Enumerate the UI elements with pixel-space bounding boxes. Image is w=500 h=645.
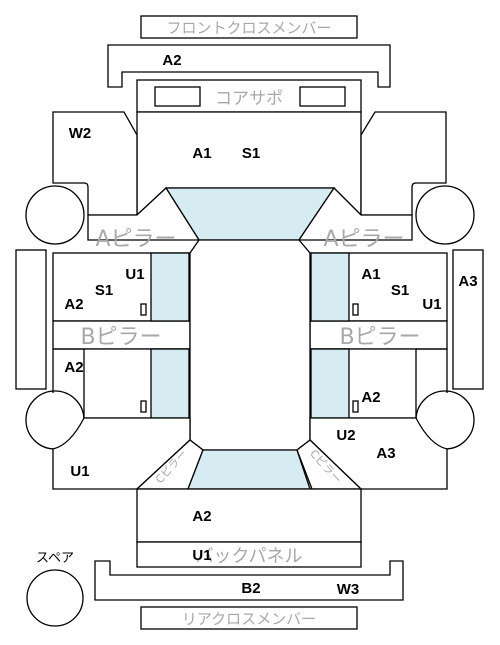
front-cross-member: フロントクロスメンバー (140, 15, 358, 39)
front-right-door-code-a: A1 (361, 266, 380, 283)
b-pillar-left-label: Bピラー (80, 325, 161, 350)
hood-code-s: S1 (242, 145, 260, 162)
back-panel (136, 541, 362, 568)
rear-bumper-code-w: W3 (337, 581, 360, 598)
a-pillar-left-label: Aピラー (95, 227, 176, 252)
back-panel-label: バックパネル (195, 546, 302, 567)
roof (189, 239, 311, 451)
front-right-door-code-u: U1 (422, 296, 441, 313)
front-left-fender-code: W2 (69, 125, 92, 142)
front-left-wheel (25, 185, 85, 245)
rear-right-door-handle (352, 400, 359, 413)
hood-code-a: A1 (192, 145, 211, 162)
left-headlight (154, 86, 201, 107)
trunk (136, 488, 362, 543)
front-left-window (150, 252, 190, 322)
front-left-door-handle (140, 303, 147, 316)
right-side-step (452, 249, 484, 390)
rear-cross-member-label: リアクロスメンバー (182, 610, 316, 628)
rear-right-quarter-code-u: U2 (336, 427, 355, 444)
front-left-door-code-a: A2 (64, 296, 83, 313)
spare-tire (26, 569, 84, 627)
a-pillar-left (87, 186, 201, 241)
rear-cross-member: リアクロスメンバー (140, 606, 358, 630)
back-panel-code: U1 (192, 547, 211, 564)
right-side-step-code: A3 (458, 273, 477, 290)
spare-label: スペア (36, 551, 74, 566)
rear-left-door-handle (140, 400, 147, 413)
front-right-wheel (415, 185, 475, 245)
front-left-door-code-s: S1 (95, 282, 113, 299)
a-pillar-right-label: Aピラー (323, 227, 404, 252)
b-pillar-left (52, 320, 191, 350)
rear-left-window (150, 348, 190, 419)
core-support-label: コアサポ (215, 89, 283, 109)
front-bumper-code: A2 (162, 52, 181, 69)
b-pillar-right-label: Bピラー (339, 325, 420, 350)
rear-right-door-code-a: A2 (361, 389, 380, 406)
rear-cross-member-box (140, 606, 358, 630)
rear-window (187, 449, 311, 490)
front-right-door-code-s: S1 (391, 282, 409, 299)
rear-bumper-code-b: B2 (241, 580, 260, 597)
right-headlight (299, 86, 346, 107)
a-pillar-right (297, 186, 413, 241)
front-right-fender (360, 111, 447, 216)
rear-bumper (94, 560, 404, 601)
core-support: コアサポ (136, 79, 362, 113)
front-left-fender (52, 111, 138, 216)
rear-right-quarter-code-a: A3 (376, 445, 395, 462)
front-right-window (310, 252, 350, 322)
rear-left-door-code-a: A2 (64, 359, 83, 376)
front-bumper (107, 44, 391, 88)
front-cross-member-box (140, 15, 358, 39)
rear-left-quarter-code: U1 (70, 463, 89, 480)
trunk-code: A2 (192, 508, 211, 525)
front-right-door-handle (352, 303, 359, 316)
front-left-door-code-u: U1 (125, 266, 144, 283)
rear-right-window (310, 348, 350, 419)
left-side-step (15, 249, 47, 390)
front-cross-member-label: フロントクロスメンバー (166, 19, 331, 37)
